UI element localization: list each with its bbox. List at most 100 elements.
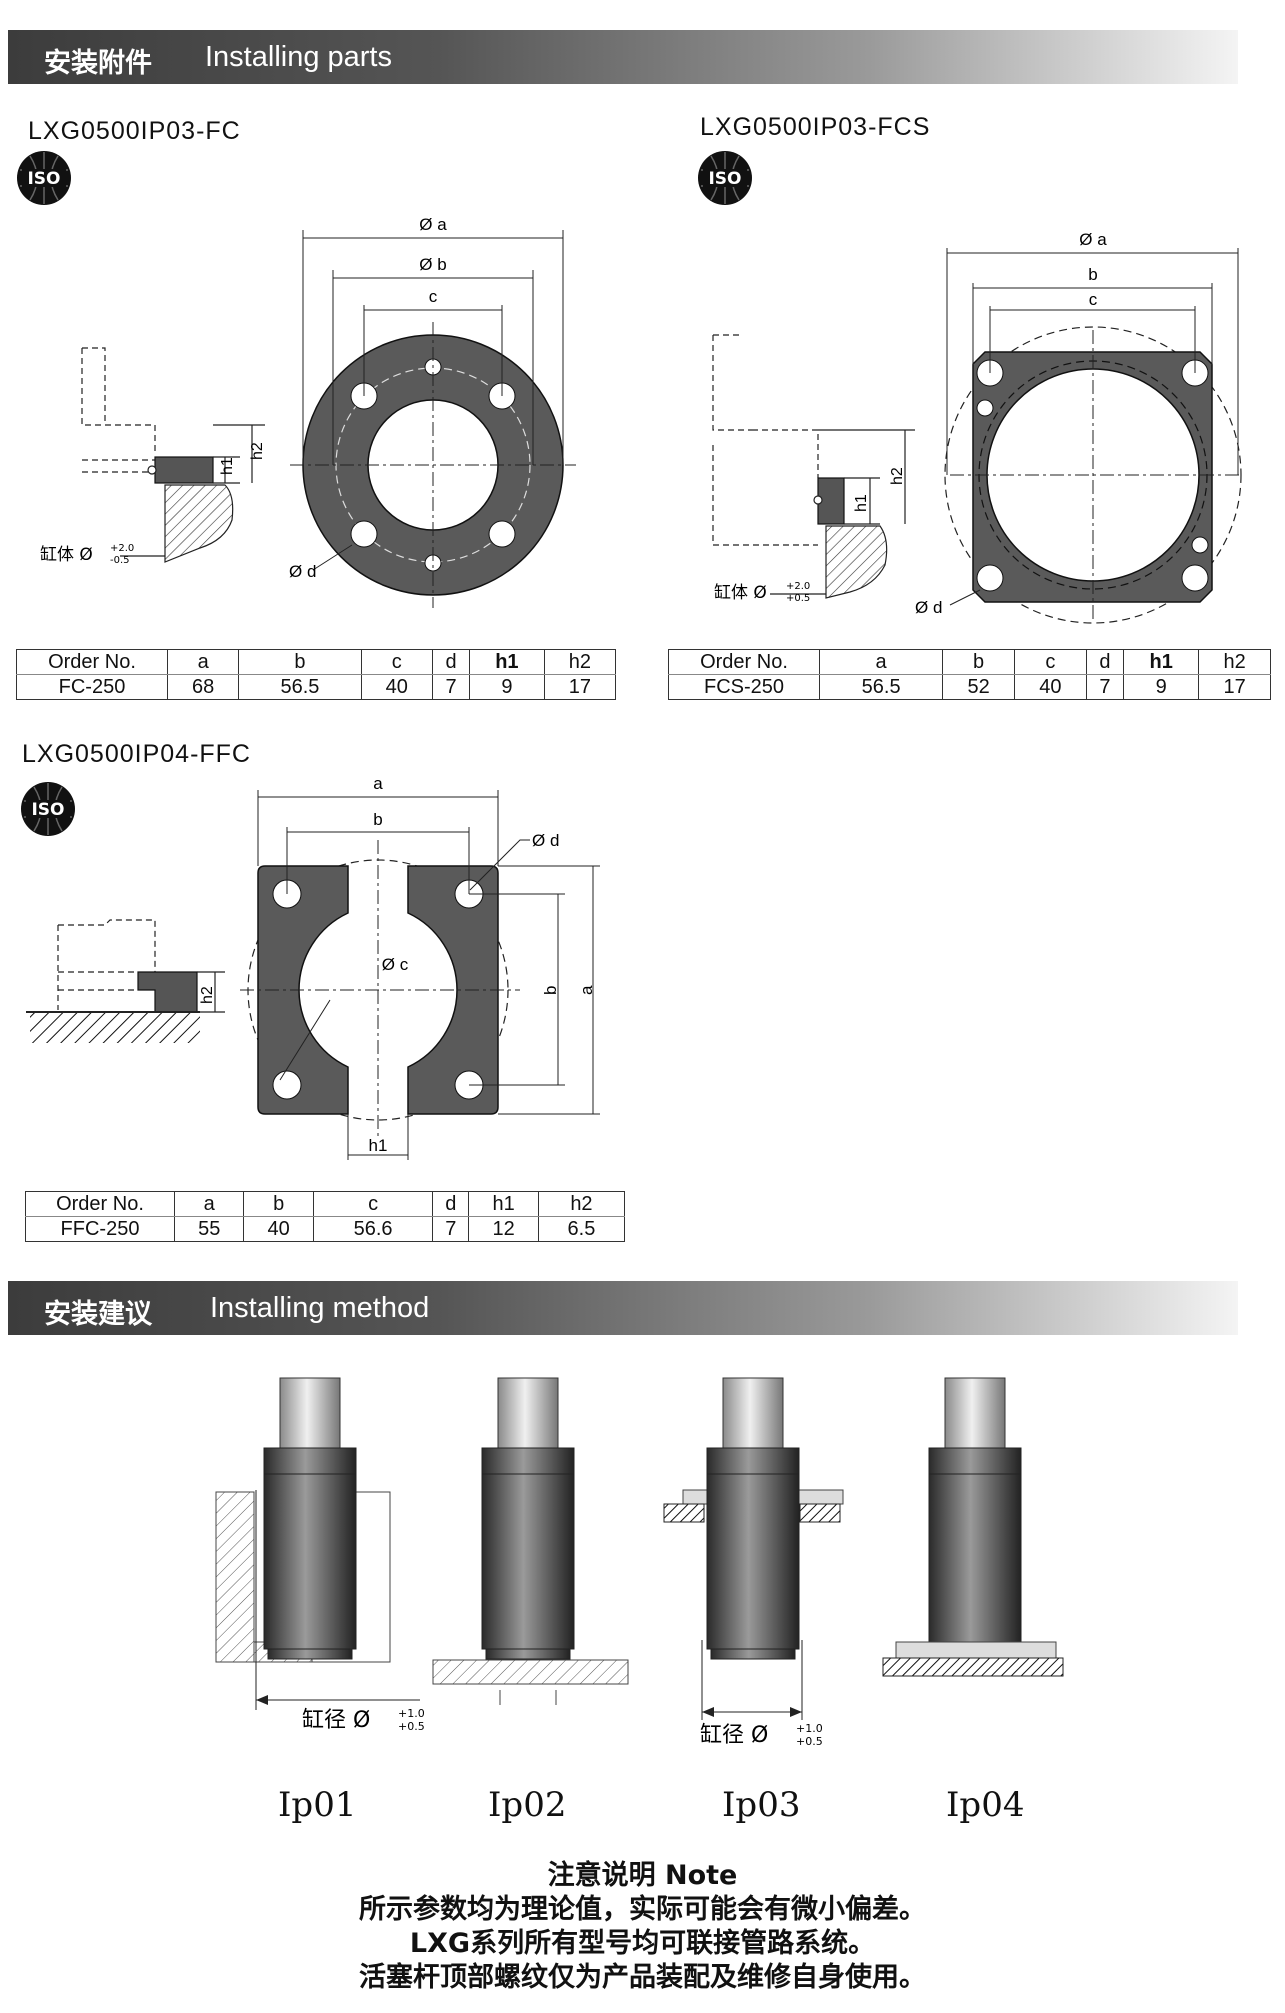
ffc-side-h2-label: h2 bbox=[199, 986, 216, 1004]
table-row: FCS-250 56.5 52 40 7 9 17 bbox=[668, 674, 1271, 700]
header-cell: b bbox=[243, 1191, 314, 1217]
fcs-dim-b: b bbox=[1088, 265, 1097, 284]
ip01-bore-label: 缸径 Ø bbox=[302, 1708, 370, 1733]
caption-ip02: Ip02 bbox=[488, 1785, 567, 1825]
cell: 7 bbox=[432, 1216, 470, 1242]
table-header-row: Order No. a b c d h1 h2 bbox=[668, 649, 1271, 675]
fcs-dim-a: Ø a bbox=[1079, 230, 1107, 249]
fcs-dim-c: c bbox=[1089, 290, 1098, 309]
fc-tol-up: +2.0 bbox=[110, 543, 134, 554]
model-fc: LXG0500IP03-FC bbox=[28, 117, 241, 145]
fcs-side-h1-label: h1 bbox=[853, 494, 870, 512]
fcs-spec-table: Order No. a b c d h1 h2 FCS-250 56.5 52 … bbox=[668, 649, 1271, 700]
ffc-dim-a-vertical: a bbox=[577, 985, 596, 995]
cell: 40 bbox=[243, 1216, 314, 1242]
cell: FCS-250 bbox=[668, 674, 820, 700]
header-cell: b bbox=[942, 649, 1015, 675]
ip01-diagram bbox=[215, 1377, 420, 1710]
iso-badge-text: ISO bbox=[27, 169, 60, 189]
ip02-diagram bbox=[432, 1377, 629, 1705]
fcs-tol-up: +2.0 bbox=[786, 581, 810, 592]
table-header-row: Order No. a b c d h1 h2 bbox=[25, 1191, 626, 1217]
iso-badge-text: ISO bbox=[708, 169, 741, 189]
cell: 52 bbox=[942, 674, 1015, 700]
header-cell: Order No. bbox=[25, 1191, 175, 1217]
cell: 7 bbox=[1085, 674, 1125, 700]
header-cell: h1 bbox=[468, 1191, 539, 1217]
cell: 9 bbox=[1123, 674, 1200, 700]
caption-ip03: Ip03 bbox=[722, 1785, 801, 1825]
fc-dim-b: Ø b bbox=[419, 255, 446, 274]
iso-badge-text: ISO bbox=[31, 800, 64, 820]
iso-badge-icon: ISO bbox=[17, 151, 71, 205]
section-header-installing-parts: 安装附件 Installing parts bbox=[8, 30, 1238, 84]
caption-ip04: Ip04 bbox=[946, 1785, 1025, 1825]
caption-ip01: Ip01 bbox=[278, 1785, 357, 1825]
ip04-diagram bbox=[882, 1377, 1064, 1677]
header-cell: c bbox=[1013, 649, 1087, 675]
note-line: LXG系列所有型号均可联接管路系统。 bbox=[409, 1928, 876, 1959]
ip03-bore-label: 缸径 Ø bbox=[700, 1723, 768, 1748]
header-cell: d bbox=[432, 1191, 470, 1217]
cell: 40 bbox=[1013, 674, 1087, 700]
header-cell: a bbox=[173, 1191, 245, 1217]
cell: FFC-250 bbox=[25, 1216, 175, 1242]
fc-tol-dn: -0.5 bbox=[110, 555, 130, 566]
cell: 7 bbox=[431, 674, 471, 700]
fcs-cyl-label: 缸体 Ø bbox=[714, 582, 767, 603]
header-cell: b bbox=[238, 649, 362, 675]
fc-dim-c: c bbox=[429, 287, 438, 306]
fc-cyl-label: 缸体 Ø bbox=[40, 544, 93, 565]
header-cell: c bbox=[312, 1191, 434, 1217]
fc-dim-d: Ø d bbox=[289, 562, 316, 581]
cell: 17 bbox=[543, 674, 617, 700]
fcs-drawing: h1 h2 缸体 Ø +2.0 +0.5 Ø a b c Ø d bbox=[712, 230, 1242, 624]
cell: 12 bbox=[468, 1216, 539, 1242]
ip03-tol-dn: +0.5 bbox=[796, 1735, 823, 1748]
section-title-en: Installing parts bbox=[205, 41, 392, 73]
header-cell: h2 bbox=[1198, 649, 1271, 675]
header-cell: a bbox=[818, 649, 944, 675]
ip01-tol-dn: +0.5 bbox=[398, 1720, 425, 1733]
header-cell: Order No. bbox=[668, 649, 820, 675]
fcs-tol-dn: +0.5 bbox=[786, 593, 810, 604]
ffc-drawing: h2 a b Ø c Ø d h1 b a bbox=[26, 774, 600, 1160]
header-cell: d bbox=[431, 649, 471, 675]
cell: 68 bbox=[166, 674, 240, 700]
ffc-dim-c: Ø c bbox=[382, 955, 409, 974]
ffc-dim-a: a bbox=[373, 774, 383, 793]
fc-spec-table: Order No. a b c d h1 h2 FC-250 68 56.5 4… bbox=[16, 649, 617, 700]
iso-badge-icon: ISO bbox=[698, 151, 752, 205]
cell: 6.5 bbox=[537, 1216, 626, 1242]
ip03-diagram bbox=[663, 1377, 844, 1720]
fc-drawing: h1 h2 缸体 Ø +2.0 -0.5 Ø a Ø b c Ø d bbox=[40, 215, 576, 608]
header-cell: Order No. bbox=[16, 649, 168, 675]
ffc-dim-h1: h1 bbox=[369, 1136, 388, 1155]
section-title-zh: 安装建议 bbox=[44, 1299, 152, 1330]
section-title-zh: 安装附件 bbox=[44, 48, 152, 79]
ffc-dim-d: Ø d bbox=[532, 831, 559, 850]
cell: 17 bbox=[1198, 674, 1271, 700]
table-header-row: Order No. a b c d h1 h2 bbox=[16, 649, 617, 675]
iso-badge-icon: ISO bbox=[21, 782, 75, 836]
cell: 55 bbox=[173, 1216, 245, 1242]
cell: 56.5 bbox=[238, 674, 362, 700]
ip03-tol-up: +1.0 bbox=[796, 1722, 823, 1735]
cell: 40 bbox=[360, 674, 433, 700]
header-cell: h2 bbox=[537, 1191, 626, 1217]
table-row: FFC-250 55 40 56.6 7 12 6.5 bbox=[25, 1216, 626, 1242]
note-title: 注意说明 Note bbox=[547, 1860, 738, 1891]
section-header-installing-method: 安装建议 Installing method bbox=[8, 1281, 1238, 1335]
fcs-dim-d: Ø d bbox=[915, 598, 942, 617]
fcs-side-h2-label: h2 bbox=[889, 467, 906, 485]
model-fcs: LXG0500IP03-FCS bbox=[700, 113, 931, 141]
ip01-tol-up: +1.0 bbox=[398, 1707, 425, 1720]
fc-dim-a: Ø a bbox=[419, 215, 447, 234]
ffc-dim-b: b bbox=[373, 810, 382, 829]
header-cell: d bbox=[1085, 649, 1125, 675]
cell: 9 bbox=[469, 674, 545, 700]
note-line: 所示参数均为理论值，实际可能会有微小偏差。 bbox=[359, 1894, 926, 1925]
header-cell: h1 bbox=[1123, 649, 1200, 675]
note-line: 活塞杆顶部螺纹仅为产品装配及维修自身使用。 bbox=[359, 1962, 926, 1993]
section-title-en: Installing method bbox=[210, 1292, 430, 1324]
